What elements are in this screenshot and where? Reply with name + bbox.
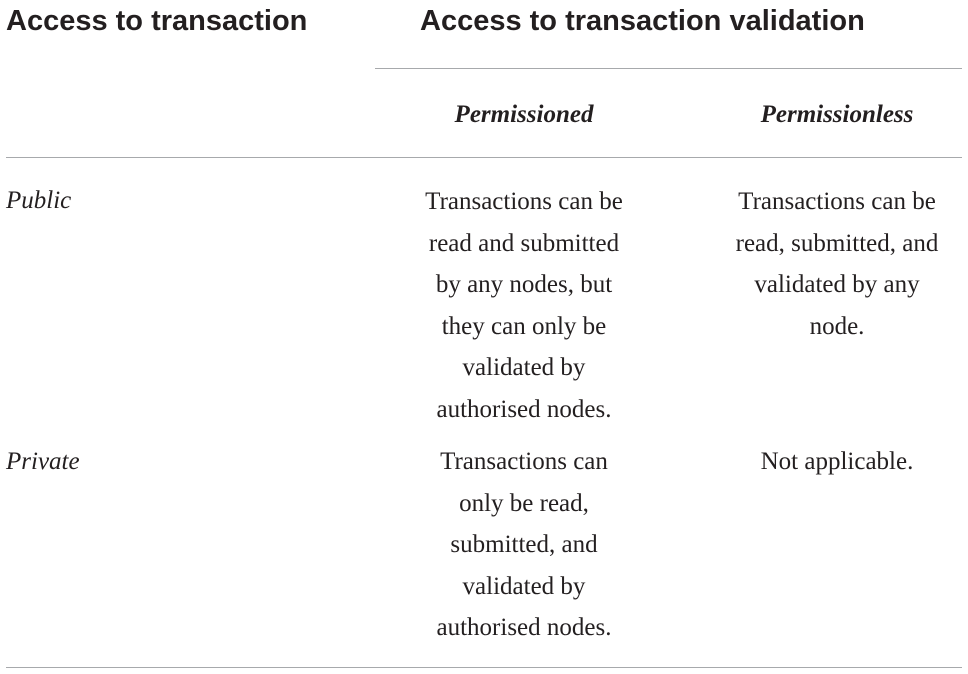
- cell-public-permissionless: Transactions can be read, submitted, and…: [735, 188, 939, 340]
- group-header-rule: [375, 68, 962, 69]
- row-header-title: Access to transaction: [6, 5, 308, 37]
- column-header-permissioned: Permissioned: [454, 101, 594, 128]
- cell-public-permissioned: Transactions can be read and submitted b…: [425, 188, 623, 423]
- header-bottom-rule: [6, 157, 962, 158]
- table-bottom-rule: [6, 667, 962, 668]
- cell-private-permissionless: Not applicable.: [760, 448, 914, 475]
- cell-private-permissioned: Transactions can only be read, submitted…: [436, 448, 612, 641]
- row-label-private: Private: [6, 448, 80, 475]
- row-label-public: Public: [6, 187, 72, 214]
- group-header-title: Access to transaction validation: [420, 5, 865, 37]
- column-header-permissionless: Permissionless: [760, 101, 914, 128]
